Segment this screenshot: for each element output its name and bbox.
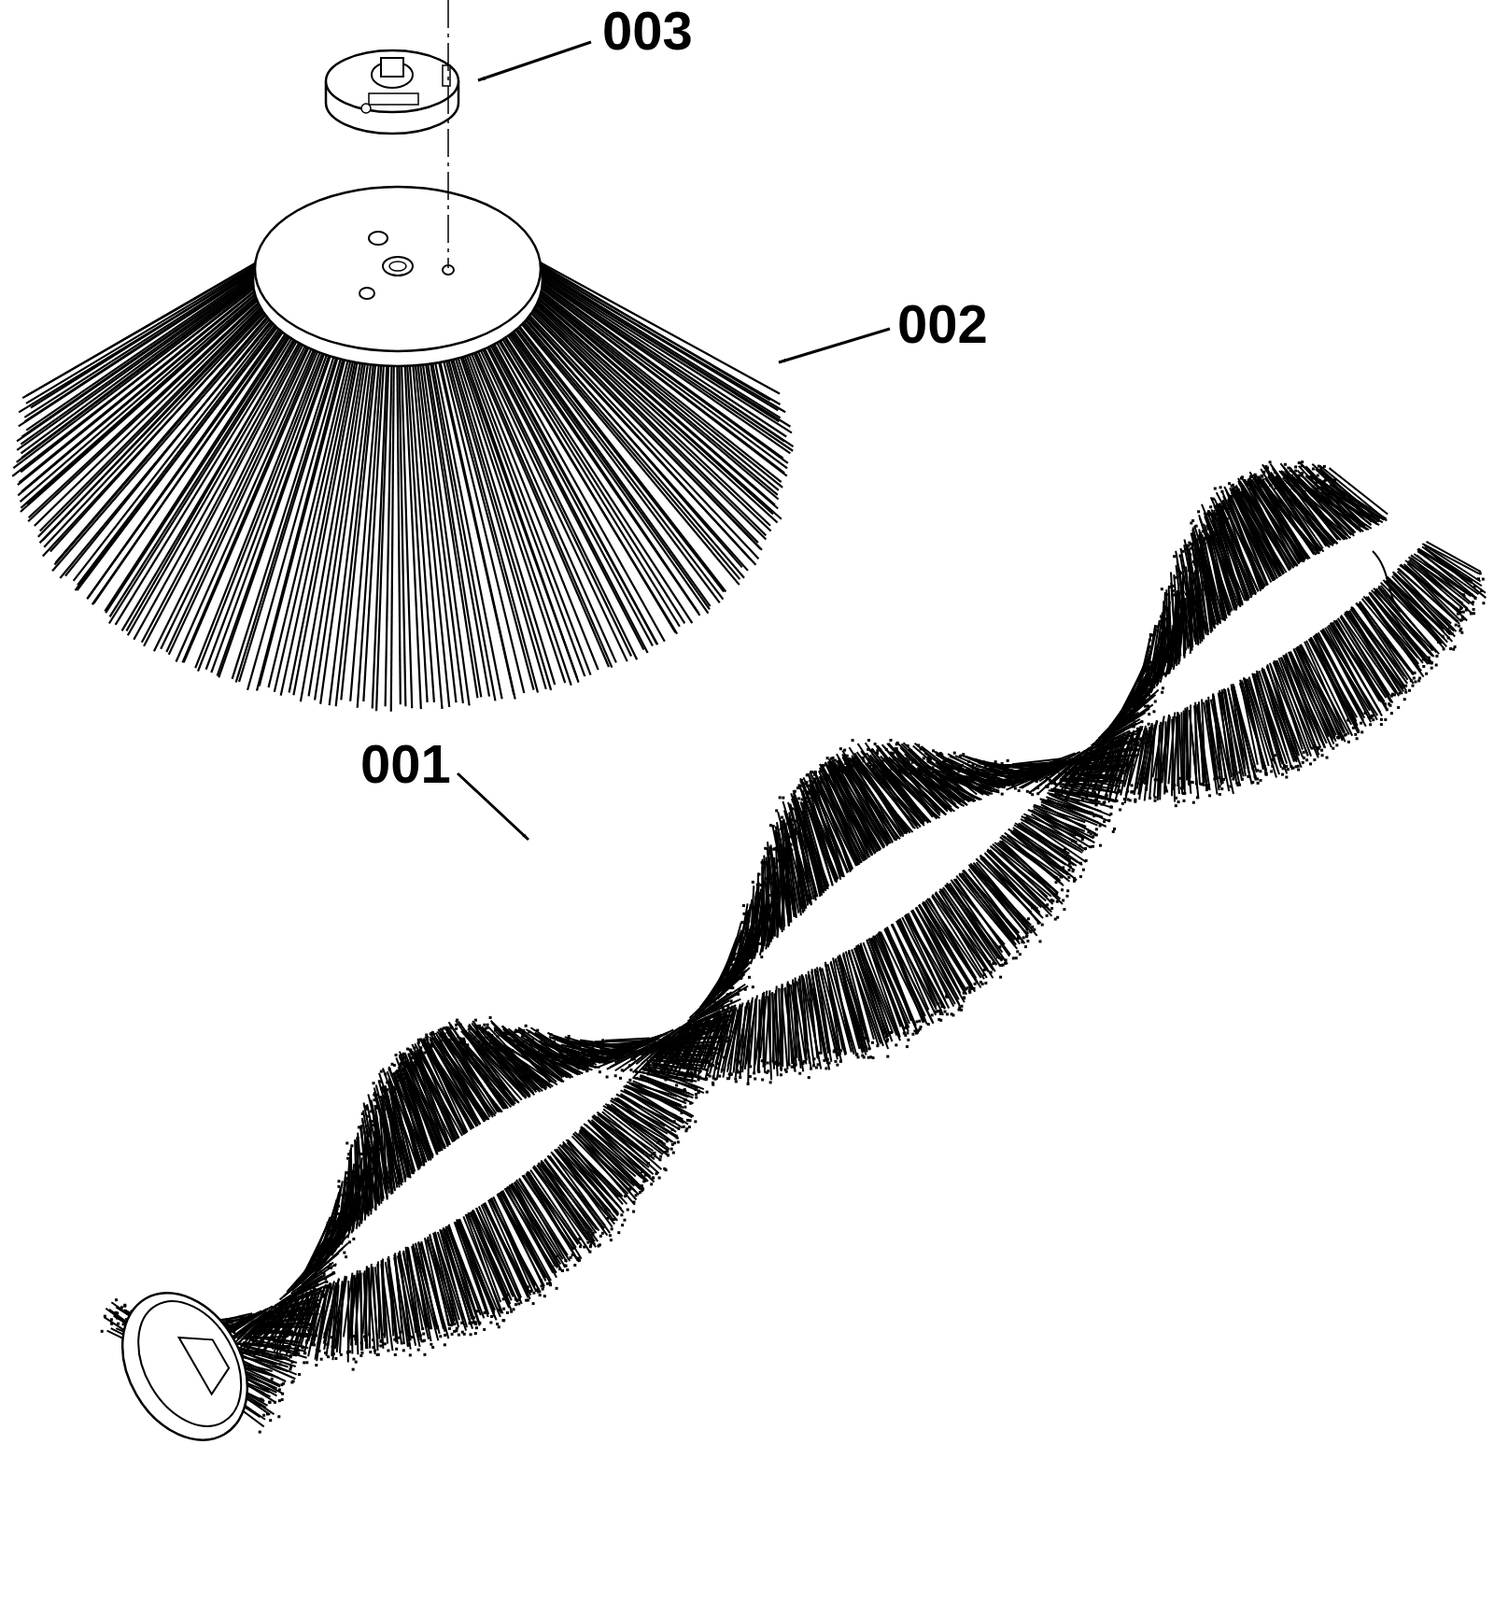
bristle bbox=[788, 980, 790, 1064]
bristle bbox=[448, 341, 551, 691]
bristle bbox=[775, 989, 779, 1067]
bristle bbox=[955, 878, 1010, 957]
bristle bbox=[13, 275, 268, 468]
bristle bbox=[26, 253, 271, 396]
bristle bbox=[510, 310, 740, 586]
bristle bbox=[195, 335, 327, 668]
bristle bbox=[482, 329, 653, 646]
bristle bbox=[764, 989, 770, 1066]
bristle bbox=[365, 1267, 367, 1342]
bristle bbox=[476, 332, 637, 660]
bristle bbox=[468, 335, 613, 667]
bristle bbox=[620, 1093, 680, 1129]
bristle bbox=[92, 317, 294, 605]
bristle bbox=[1201, 699, 1206, 779]
bristle bbox=[25, 261, 269, 422]
bristle bbox=[781, 984, 785, 1067]
assembly-axis bbox=[447, 0, 450, 268]
bristle bbox=[1188, 704, 1192, 778]
bristle bbox=[766, 857, 772, 937]
bristle bbox=[470, 334, 617, 663]
bristle bbox=[511, 1183, 559, 1267]
bristle bbox=[466, 336, 609, 667]
bristle bbox=[435, 344, 514, 695]
bristle bbox=[335, 1275, 347, 1347]
side-brush-disc bbox=[253, 186, 543, 367]
bristle bbox=[93, 316, 292, 604]
bristle bbox=[652, 1063, 708, 1080]
bristle bbox=[513, 307, 748, 571]
bristle bbox=[20, 268, 268, 445]
bristle bbox=[21, 266, 268, 437]
bristle bbox=[17, 281, 268, 485]
bristle bbox=[749, 998, 757, 1065]
bristle bbox=[749, 885, 754, 956]
bristle bbox=[484, 1201, 531, 1298]
bristle bbox=[968, 868, 1025, 944]
bristle bbox=[20, 277, 268, 473]
bristle bbox=[1183, 709, 1185, 793]
bristle bbox=[639, 1075, 693, 1098]
bristle bbox=[368, 1263, 372, 1335]
bristle bbox=[420, 346, 469, 706]
bristle bbox=[309, 345, 367, 697]
bristle bbox=[20, 271, 268, 454]
bristle bbox=[424, 345, 481, 697]
bristle bbox=[26, 264, 268, 430]
bristle bbox=[21, 272, 268, 458]
bristle bbox=[756, 873, 759, 951]
bristle bbox=[349, 1149, 351, 1228]
bristle bbox=[503, 316, 711, 607]
bristle bbox=[507, 312, 725, 592]
bristle bbox=[43, 299, 276, 548]
bristle bbox=[1163, 591, 1166, 672]
hub-part bbox=[325, 50, 459, 134]
bristle bbox=[1185, 708, 1189, 785]
bristle bbox=[652, 1063, 706, 1080]
bristle bbox=[360, 1272, 364, 1351]
bristle bbox=[1194, 702, 1198, 786]
bristle bbox=[1166, 589, 1169, 667]
bristle bbox=[24, 260, 269, 418]
bristle bbox=[445, 1226, 474, 1320]
roller-brush bbox=[100, 460, 1487, 1433]
bristle bbox=[1051, 795, 1111, 822]
bristle bbox=[1173, 574, 1181, 656]
bristle bbox=[1173, 711, 1178, 790]
bristle bbox=[18, 280, 268, 483]
bristle bbox=[479, 331, 644, 650]
bristle bbox=[366, 1103, 386, 1194]
bristle bbox=[396, 347, 401, 705]
bristle bbox=[20, 285, 270, 502]
bristle bbox=[30, 257, 270, 408]
bristle bbox=[980, 857, 1042, 923]
roller-bristles bbox=[103, 462, 1486, 1426]
bristle bbox=[1161, 715, 1170, 784]
bristle bbox=[351, 1146, 353, 1226]
bristle bbox=[26, 256, 270, 404]
bristle bbox=[778, 987, 782, 1066]
bristle bbox=[382, 1258, 385, 1336]
bristle bbox=[16, 270, 268, 451]
bristle bbox=[354, 1269, 360, 1340]
bristle bbox=[242, 1344, 297, 1363]
